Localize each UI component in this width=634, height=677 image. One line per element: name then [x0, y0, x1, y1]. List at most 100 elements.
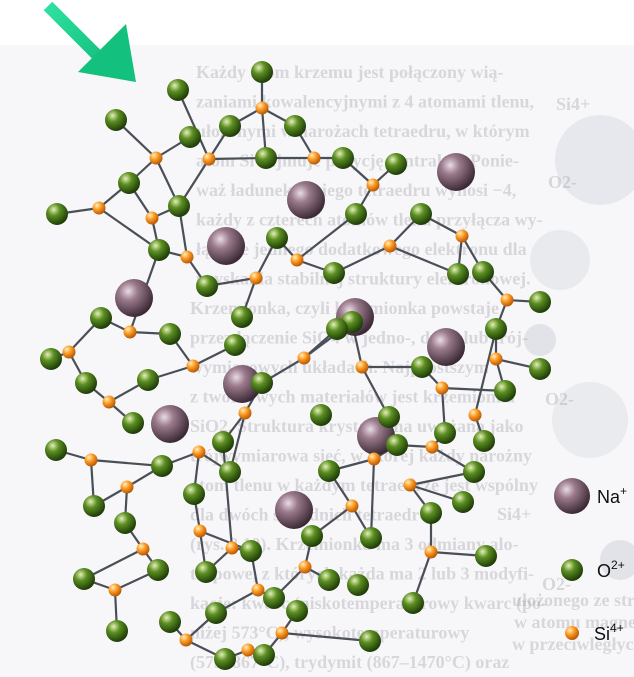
- si-ion: [193, 524, 207, 538]
- o-ion: [402, 592, 424, 614]
- o-ion: [137, 369, 159, 391]
- o-ion: [75, 372, 97, 394]
- background-text-line: łącznie jednego dodatkowego elektronu dl…: [196, 239, 527, 259]
- o-ion: [475, 545, 497, 567]
- background-text-fragment: Si4+: [556, 94, 590, 114]
- o-ion: [263, 587, 285, 609]
- si-ion: [383, 239, 397, 253]
- o-ion: [167, 79, 189, 101]
- background-text-fragment: w atomu magnezu: [514, 612, 634, 632]
- si-ion: [251, 583, 265, 597]
- si-ion: [424, 545, 438, 559]
- legend-item-o: O2+: [561, 558, 625, 581]
- bond-line: [296, 213, 357, 261]
- o-ion: [434, 422, 456, 444]
- o-ion: [420, 502, 442, 524]
- background-right-decor: [524, 115, 634, 580]
- o-ion: [411, 356, 433, 378]
- background-text-line: dla dwóch sąsiednich tetraedrów: [190, 505, 442, 525]
- si-ion: [120, 480, 134, 494]
- o-ion: [378, 406, 400, 428]
- o-ion: [195, 561, 217, 583]
- si-ion: [149, 151, 163, 165]
- o-ion: [529, 291, 551, 313]
- background-ion-ghost: [524, 324, 556, 356]
- background-text-line: atom tlenu w każdym tetraedrze jest wspó…: [190, 475, 538, 495]
- o-ion: [463, 461, 485, 483]
- o-ion: [196, 275, 218, 297]
- o-ion: [332, 147, 354, 169]
- si-ion: [241, 643, 255, 657]
- o-ion: [251, 372, 273, 394]
- o-ion: [214, 648, 236, 670]
- o-ion: [301, 525, 323, 547]
- si-ion: [123, 325, 137, 339]
- background-ion-ghost: [552, 382, 628, 458]
- o-ion: [255, 147, 277, 169]
- arrow-icon: [43, 1, 136, 82]
- o-ion: [318, 460, 340, 482]
- o-ion: [122, 412, 144, 434]
- o-ion: [529, 358, 551, 380]
- si-ion: [435, 381, 449, 395]
- legend-item-si: Si4+: [565, 621, 624, 644]
- na-ion: [115, 279, 153, 317]
- si-ion: [297, 351, 311, 365]
- background-paragraph: Każdy atom krzemu jest połączony wią-zan…: [190, 62, 547, 673]
- background-text-line: kacje: kwarc (niskotemperaturowy kwarc (…: [190, 593, 547, 614]
- o-ion: [205, 602, 227, 624]
- background-ion-ghost: [600, 540, 634, 580]
- o-ion: [212, 431, 234, 453]
- o-ion: [147, 559, 169, 581]
- o-ion: [410, 203, 432, 225]
- o-ion-icon: [561, 559, 583, 581]
- background-text-line: zaniami kowalencyjnymi z 4 atomami tlenu…: [196, 92, 534, 112]
- o-ion: [323, 262, 345, 284]
- legend: Na+ O2+ Si4+: [554, 478, 627, 644]
- si-ion: [180, 250, 194, 264]
- bond-line: [281, 631, 371, 643]
- si-ion: [455, 229, 469, 243]
- background-ion-ghost: [530, 230, 590, 290]
- o-ion: [105, 109, 127, 131]
- o-ion: [318, 569, 340, 591]
- bond-line: [90, 458, 163, 468]
- o-ion: [386, 434, 408, 456]
- si-ion: [192, 445, 206, 459]
- o-ion: [224, 334, 246, 356]
- o-ion: [40, 348, 62, 370]
- o-ion: [347, 574, 369, 596]
- na-ion: [275, 491, 313, 529]
- legend-label-o: O2+: [597, 558, 625, 581]
- si-ion: [290, 253, 304, 267]
- o-ion: [494, 380, 516, 402]
- na-ion: [437, 153, 475, 191]
- background-fragments: Si4+O2-O2-Si4+O2-ułożonego ze strukturw …: [497, 94, 634, 654]
- o-ion: [159, 611, 181, 633]
- o-ion: [219, 115, 241, 137]
- si-ion: [84, 453, 98, 467]
- atoms: [40, 61, 551, 670]
- arrow-shaft: [43, 1, 109, 67]
- bond-line: [221, 441, 234, 549]
- o-ion: [472, 261, 494, 283]
- si-ion: [425, 440, 439, 454]
- o-ion: [83, 495, 105, 517]
- si-ion: [102, 395, 116, 409]
- o-ion: [385, 153, 407, 175]
- background-text-line: niżej 573°C), wysokotemperaturowy: [190, 623, 469, 644]
- o-ion: [159, 323, 181, 345]
- background-text-line: Każdy atom krzemu jest połączony wią-: [196, 62, 503, 82]
- o-ion: [447, 263, 469, 285]
- o-ion: [168, 195, 190, 217]
- si-ion: [468, 408, 482, 422]
- si-ion: [345, 499, 359, 513]
- o-ion: [46, 203, 68, 225]
- o-ion: [284, 115, 306, 137]
- si-ion: [136, 542, 150, 556]
- na-ion: [287, 181, 325, 219]
- si-ion: [225, 541, 239, 555]
- bond-line: [389, 244, 459, 276]
- o-ion: [240, 540, 262, 562]
- arrow-head: [78, 24, 136, 82]
